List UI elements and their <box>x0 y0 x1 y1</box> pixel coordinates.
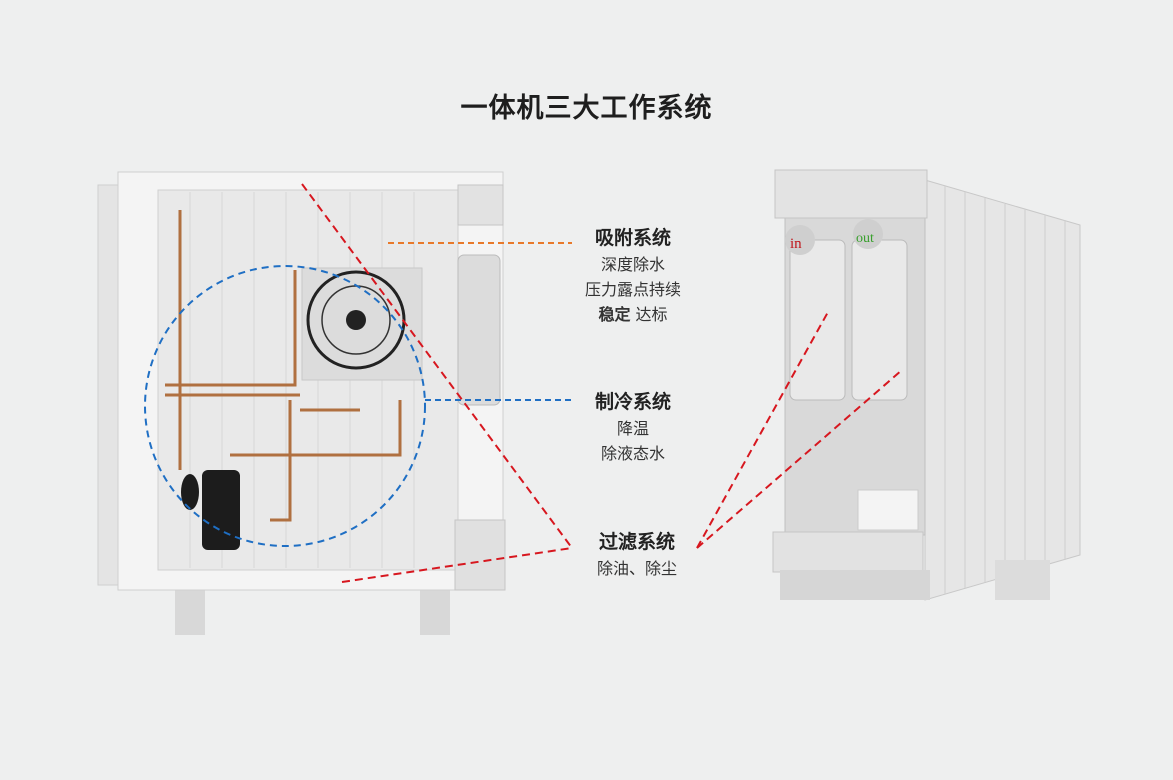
compressor <box>202 470 240 550</box>
refrigeration-system-label: 制冷系统 降温 除液态水 <box>594 391 671 463</box>
inlet-label: in <box>790 236 802 252</box>
left-unit-illustration <box>97 171 506 635</box>
adsorption-system-label: 吸附系统 深度除水 压力露点持续 稳定 达标 <box>584 227 681 324</box>
refrigeration-highlight-circle <box>144 265 426 547</box>
right-unit-illustration <box>772 169 1081 601</box>
outlet-label: out <box>856 231 874 246</box>
page-title: 一体机三大工作系统 <box>460 93 713 124</box>
filtration-leader-lines <box>301 183 903 583</box>
filtration-system-label: 过滤系统 除油、除尘 <box>596 531 677 578</box>
